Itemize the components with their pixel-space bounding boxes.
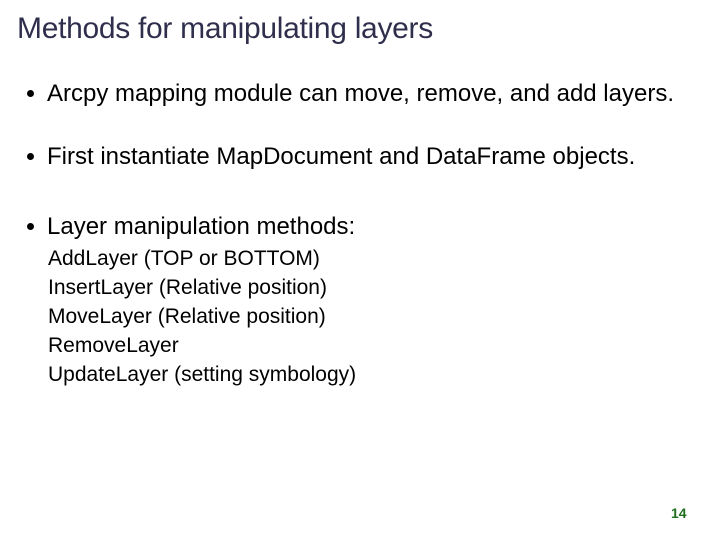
bullet-icon [27, 153, 34, 160]
slide-title: Methods for manipulating layers [17, 12, 433, 45]
bullet-icon [27, 223, 34, 230]
page-number: 14 [671, 505, 687, 521]
sub-item: MoveLayer (Relative position) [48, 305, 326, 328]
bullet-icon [27, 90, 34, 97]
bullet-text: First instantiate MapDocument and DataFr… [47, 143, 636, 170]
bullet-item: First instantiate MapDocument and DataFr… [27, 142, 635, 171]
sub-item: RemoveLayer [48, 334, 179, 357]
bullet-item: Layer manipulation methods: [27, 212, 355, 241]
bullet-text: Layer manipulation methods: [47, 213, 356, 240]
sub-item-list: AddLayer (TOP or BOTTOM) InsertLayer (Re… [48, 244, 356, 389]
bullet-item: Arcpy mapping module can move, remove, a… [27, 79, 674, 108]
bullet-text: Arcpy mapping module can move, remove, a… [47, 80, 674, 107]
sub-item: UpdateLayer (setting symbology) [48, 363, 357, 386]
sub-item: InsertLayer (Relative position) [48, 276, 327, 299]
sub-item: AddLayer (TOP or BOTTOM) [48, 247, 320, 270]
